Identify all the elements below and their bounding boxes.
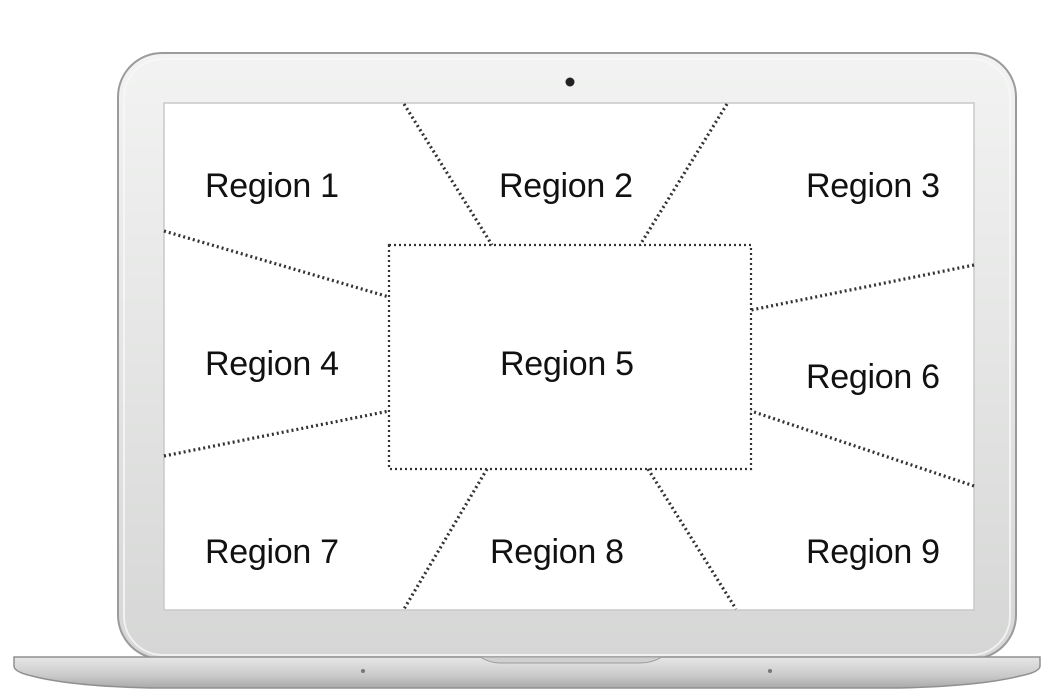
region-1-label: Region 1 [205,167,339,205]
laptop-screen [163,102,975,611]
region-8-label: Region 8 [490,533,624,571]
laptop-base [13,656,1041,689]
center-region-box [387,243,753,471]
region-6-label: Region 6 [806,358,940,396]
region-3-label: Region 3 [806,167,940,205]
foot-right [768,669,772,673]
divider-line [163,229,390,299]
foot-left [361,669,365,673]
divider-line [402,468,489,610]
region-2-label: Region 2 [499,167,633,205]
region-5-label: Region 5 [500,345,634,383]
region-4-label: Region 4 [205,345,339,383]
camera-icon [565,77,575,87]
divider-line [750,409,975,488]
divider-line [163,409,390,458]
region-9-label: Region 9 [806,533,940,571]
laptop-notch [478,656,664,664]
region-7-label: Region 7 [205,533,339,571]
region-dividers [163,103,975,610]
